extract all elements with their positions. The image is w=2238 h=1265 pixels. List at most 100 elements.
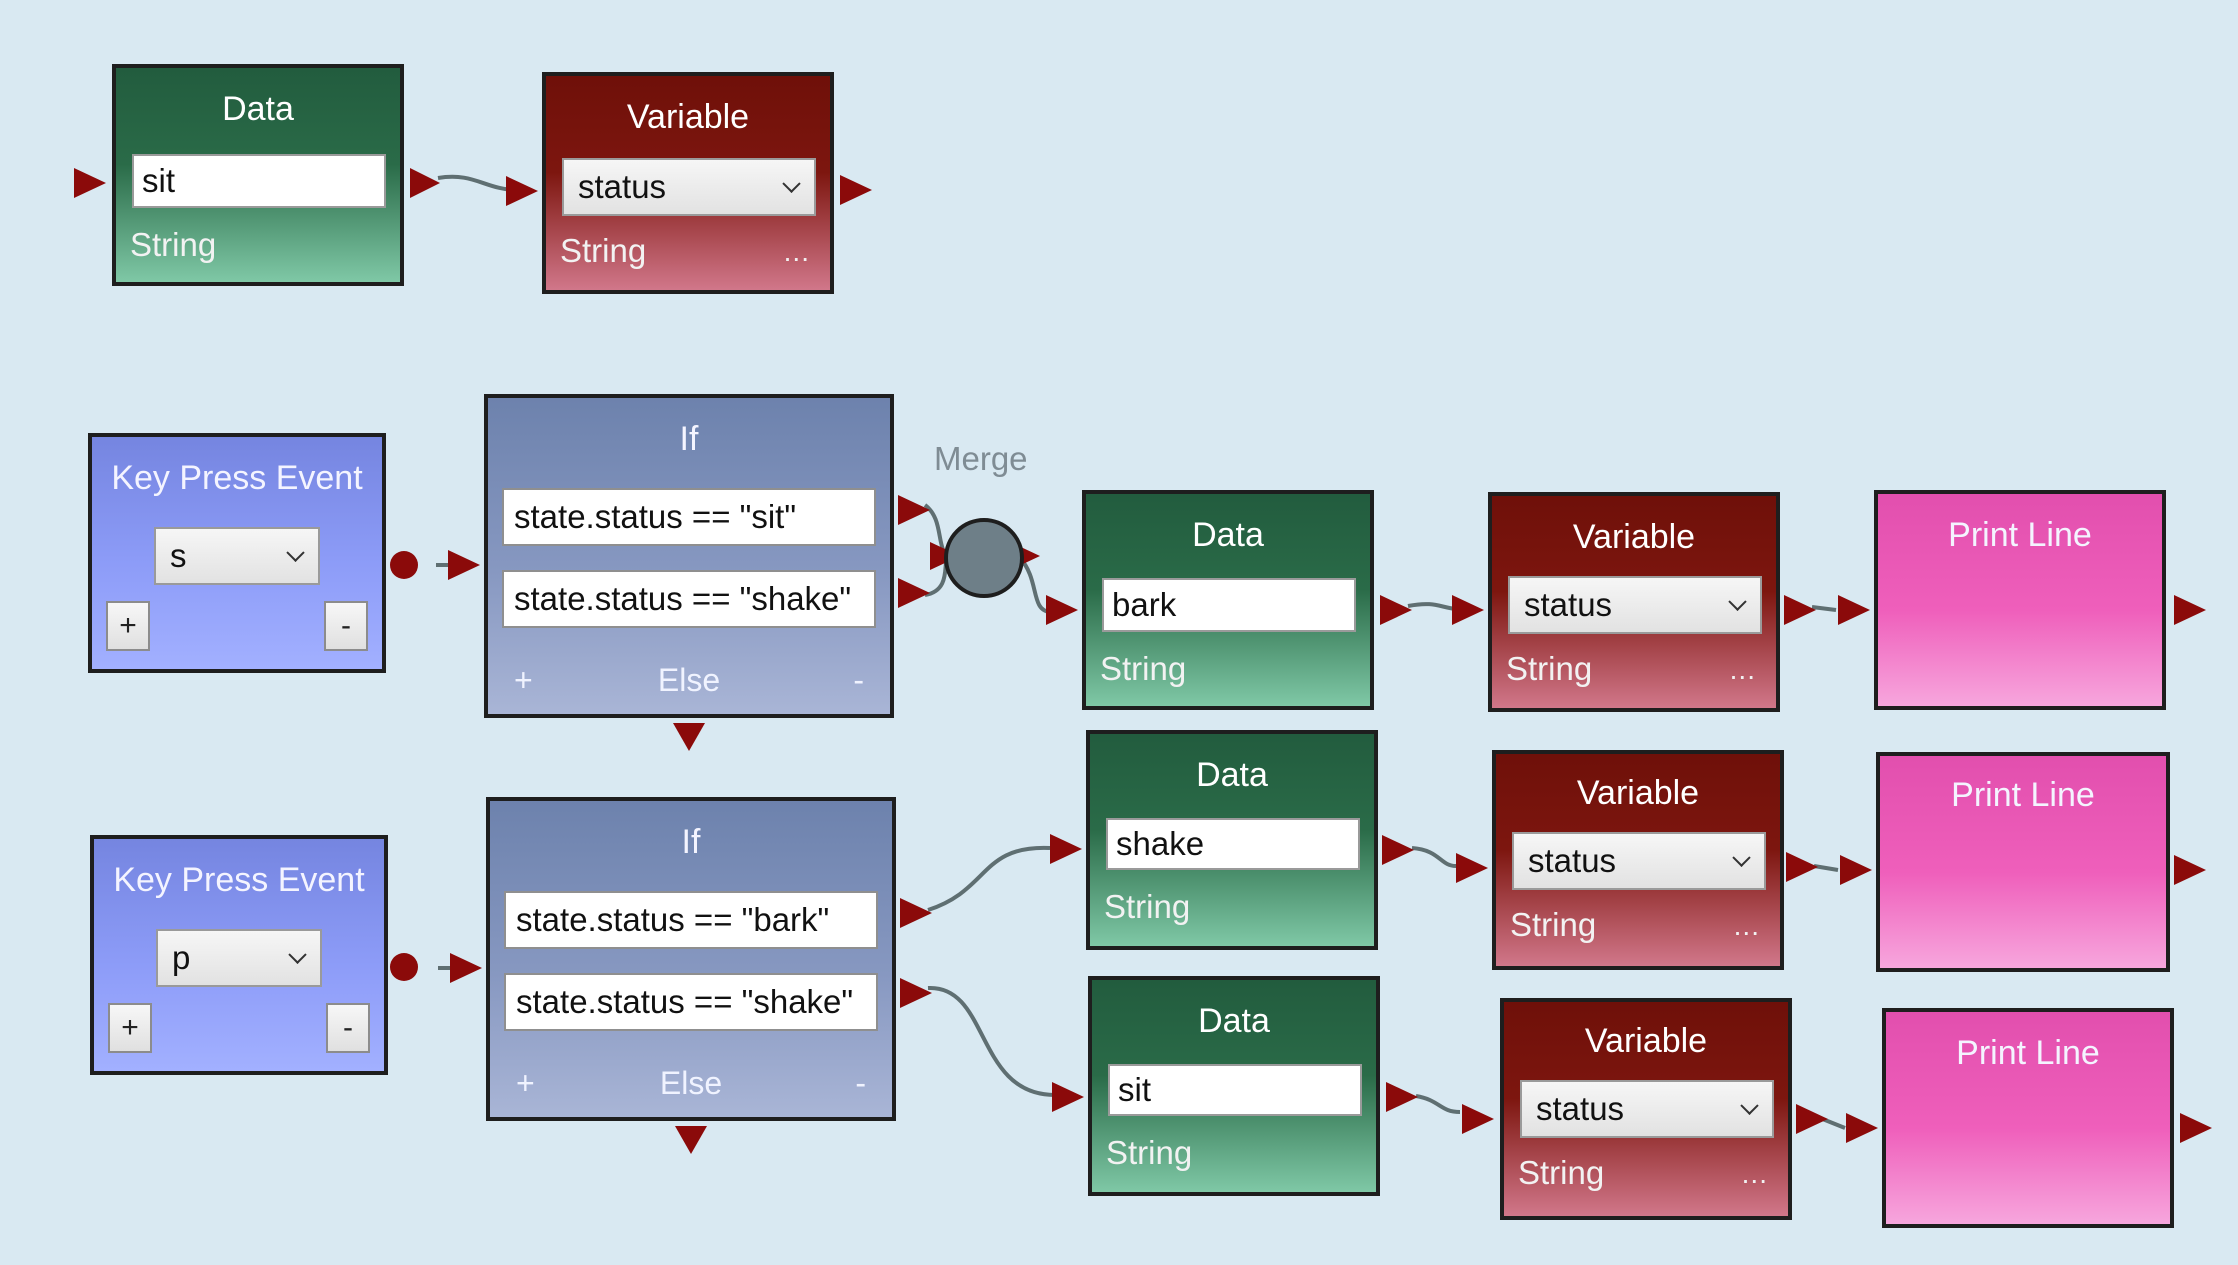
node-title: Key Press Event xyxy=(113,861,365,899)
else-output-arrow xyxy=(673,723,705,751)
wire xyxy=(924,556,951,597)
key-select-value: p xyxy=(172,939,191,976)
data-node-sit[interactable]: Data sit String xyxy=(112,64,404,286)
variable-node[interactable]: Variable status String ... xyxy=(1492,750,1784,970)
remove-condition-button[interactable]: - xyxy=(853,662,864,698)
else-label: Else xyxy=(657,662,721,698)
add-condition-button[interactable]: + xyxy=(516,1065,535,1101)
key-press-event-node[interactable]: Key Press Event s + - xyxy=(88,433,386,673)
output-port-arrow xyxy=(840,175,872,205)
more-options-button[interactable]: ... xyxy=(783,236,810,267)
else-label: Else xyxy=(659,1065,723,1101)
variable-node[interactable]: Variable status String ... xyxy=(542,72,834,294)
variable-select-value: status xyxy=(578,168,667,205)
print-line-node[interactable]: Print Line xyxy=(1882,1008,2174,1228)
add-button[interactable]: + xyxy=(108,1003,152,1053)
variable-type-label: String xyxy=(560,232,647,269)
chevron-down-icon xyxy=(1732,848,1751,867)
node-title: Print Line xyxy=(1951,776,2095,814)
key-select-value: s xyxy=(170,537,187,574)
node-title: Data xyxy=(1192,516,1264,554)
variable-select[interactable]: status xyxy=(1508,576,1762,634)
output-port-arrow xyxy=(898,495,930,525)
variable-select[interactable]: status xyxy=(562,158,816,216)
node-title: If xyxy=(679,420,699,458)
input-port-arrow xyxy=(1462,1104,1494,1134)
data-node-bark[interactable]: Data bark String xyxy=(1082,490,1374,710)
key-press-event-node[interactable]: Key Press Event p + - xyxy=(90,835,388,1075)
condition-input[interactable]: state.status == "sit" xyxy=(502,488,876,546)
key-select[interactable]: s xyxy=(154,527,320,585)
key-select[interactable]: p xyxy=(156,929,322,987)
output-port-arrow xyxy=(1386,1082,1418,1112)
wire xyxy=(927,845,1051,912)
wire xyxy=(1415,1094,1461,1114)
print-line-node[interactable]: Print Line xyxy=(1876,752,2170,972)
node-title: Variable xyxy=(1576,774,1700,812)
data-type-label: String xyxy=(130,226,217,263)
output-port-arrow xyxy=(1784,595,1816,625)
more-options-button[interactable]: ... xyxy=(1733,910,1760,941)
wire xyxy=(1407,602,1471,612)
chevron-down-icon xyxy=(288,945,307,964)
node-title: Print Line xyxy=(1948,516,2092,554)
output-port-arrow xyxy=(900,978,932,1008)
input-port-arrow xyxy=(74,168,106,198)
data-value-input[interactable]: shake xyxy=(1106,818,1360,870)
add-button[interactable]: + xyxy=(106,601,150,651)
variable-select-value: status xyxy=(1524,586,1613,623)
chevron-down-icon xyxy=(286,543,305,562)
remove-button[interactable]: - xyxy=(324,601,368,651)
input-port-arrow xyxy=(1052,1082,1084,1112)
remove-condition-button[interactable]: - xyxy=(855,1065,866,1101)
more-options-button[interactable]: ... xyxy=(1729,654,1756,685)
output-port-arrow xyxy=(2180,1113,2212,1143)
node-title: Data xyxy=(222,90,294,128)
variable-type-label: String xyxy=(1510,906,1597,943)
if-node[interactable]: If state.status == "bark" state.status =… xyxy=(486,797,896,1121)
data-type-label: String xyxy=(1100,650,1187,687)
input-port-arrow xyxy=(1046,595,1078,625)
merge-input-arrow xyxy=(930,542,960,570)
input-port-arrow xyxy=(1838,595,1870,625)
node-title: Data xyxy=(1198,1002,1270,1040)
condition-input[interactable]: state.status == "bark" xyxy=(504,891,878,949)
data-node-shake[interactable]: Data shake String xyxy=(1086,730,1378,950)
output-port-arrow xyxy=(1796,1104,1828,1134)
input-port-arrow xyxy=(448,550,480,580)
wire xyxy=(923,503,952,560)
input-port-arrow xyxy=(450,953,482,983)
print-line-node[interactable]: Print Line xyxy=(1874,490,2166,710)
data-node-sit[interactable]: Data sit String xyxy=(1088,976,1380,1196)
chevron-down-icon xyxy=(1740,1096,1759,1115)
condition-input[interactable]: state.status == "shake" xyxy=(504,973,878,1031)
variable-select[interactable]: status xyxy=(1520,1080,1774,1138)
node-title: Variable xyxy=(1572,518,1696,556)
node-title: Key Press Event xyxy=(111,459,363,497)
input-port-arrow xyxy=(1050,834,1082,864)
data-value-input[interactable]: sit xyxy=(1108,1064,1362,1116)
variable-select[interactable]: status xyxy=(1512,832,1766,890)
variable-node[interactable]: Variable status String ... xyxy=(1500,998,1792,1220)
chevron-down-icon xyxy=(1728,592,1747,611)
wire xyxy=(1819,1116,1846,1130)
remove-button[interactable]: - xyxy=(326,1003,370,1053)
output-port-arrow xyxy=(2174,595,2206,625)
merge-node xyxy=(944,518,1024,598)
add-condition-button[interactable]: + xyxy=(514,662,533,698)
if-node[interactable]: If state.status == "sit" state.status ==… xyxy=(484,394,894,718)
event-output-port xyxy=(390,953,418,981)
more-options-button[interactable]: ... xyxy=(1741,1158,1768,1189)
data-value-input[interactable]: sit xyxy=(132,154,386,208)
data-value-input[interactable]: bark xyxy=(1102,578,1356,632)
condition-input[interactable]: state.status == "shake" xyxy=(502,570,876,628)
output-port-arrow xyxy=(410,168,440,198)
variable-node[interactable]: Variable status String ... xyxy=(1488,492,1780,712)
wire xyxy=(437,174,519,192)
node-title: Variable xyxy=(626,98,750,136)
input-port-arrow xyxy=(1452,595,1484,625)
output-port-arrow xyxy=(1786,852,1818,882)
node-title: Data xyxy=(1196,756,1268,794)
wire xyxy=(1411,846,1457,868)
